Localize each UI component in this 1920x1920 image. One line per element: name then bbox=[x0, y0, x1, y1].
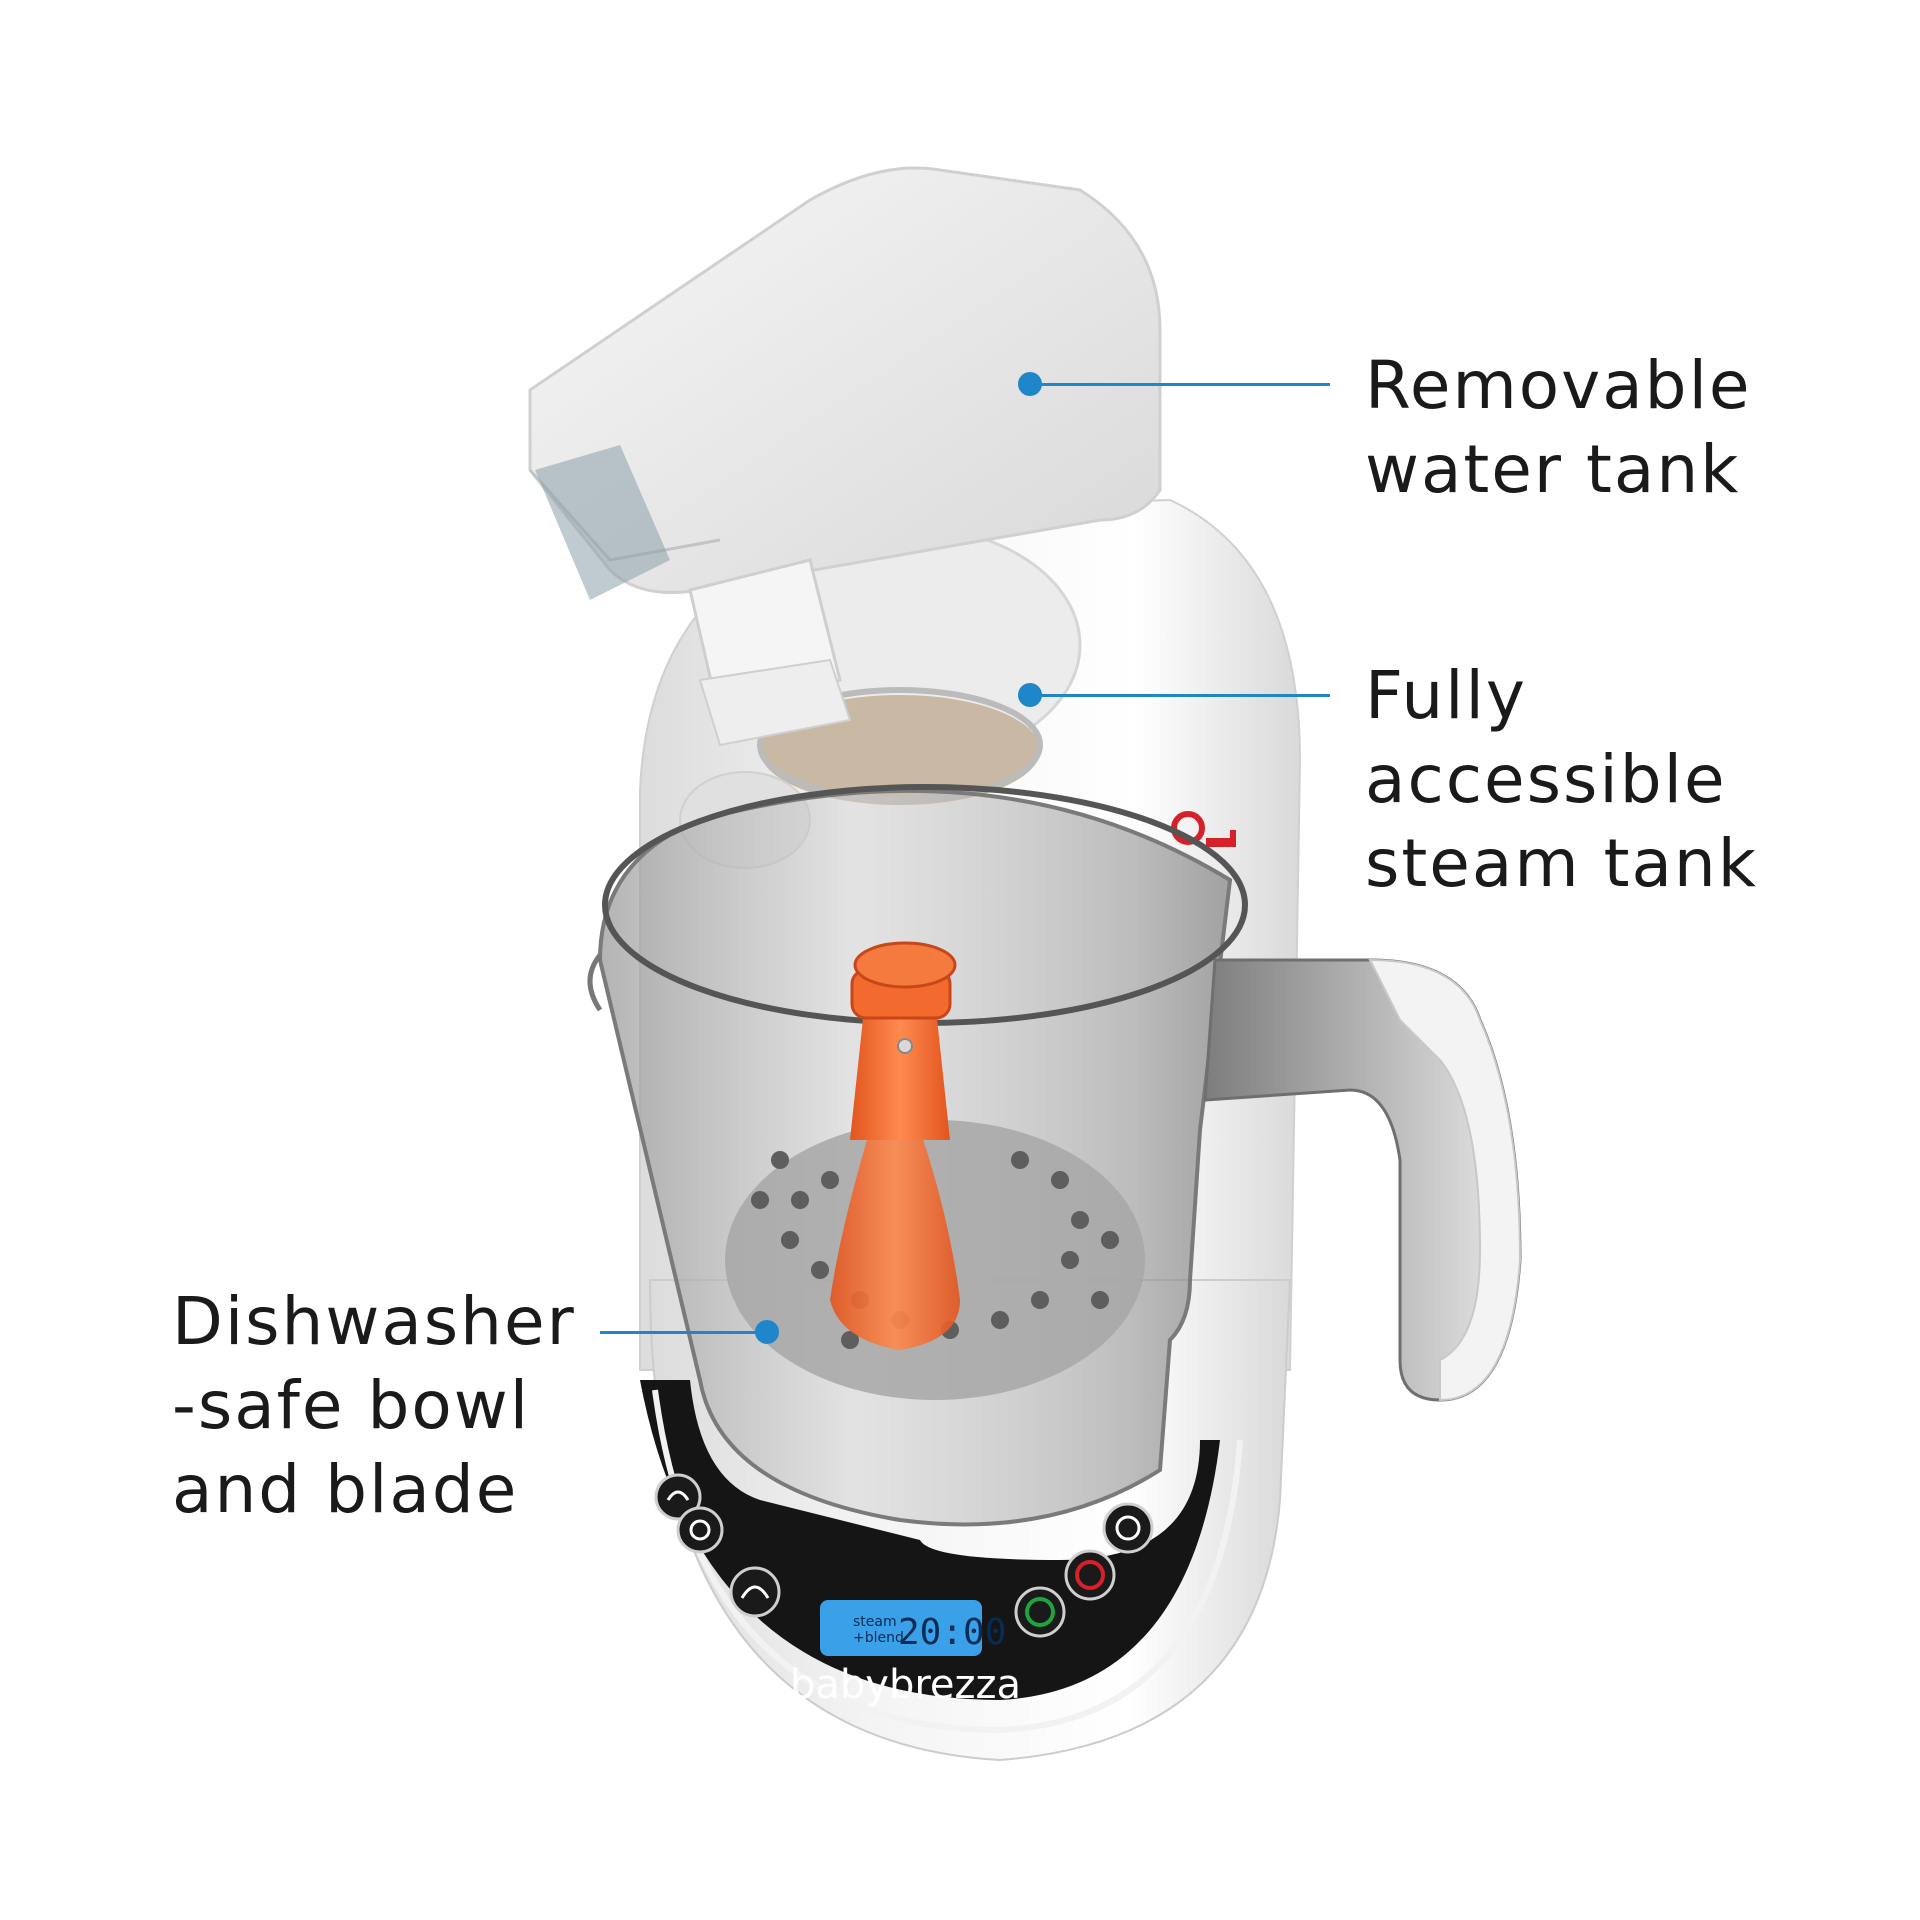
stop-button[interactable] bbox=[1064, 1549, 1116, 1601]
bowl-handle bbox=[1203, 958, 1522, 1402]
blend-icon bbox=[689, 1519, 711, 1541]
steam-icon bbox=[740, 1585, 770, 1599]
steam-tank-callout-line3: steam tank bbox=[1365, 825, 1758, 902]
stop-icon bbox=[1075, 1560, 1105, 1590]
water-tank-callout-line2: water tank bbox=[1365, 431, 1741, 508]
blend-icon bbox=[1115, 1515, 1141, 1541]
display-mode-line2: +blend bbox=[853, 1630, 904, 1646]
water-tank-callout-line1: Removable bbox=[1365, 347, 1752, 424]
bowl-callout-line3: and blade bbox=[172, 1451, 519, 1528]
steam-tank-callout-line1: Fully bbox=[1365, 657, 1527, 734]
blade-assembly bbox=[830, 941, 960, 1350]
water-tank bbox=[528, 166, 1162, 747]
bowl-callout: Dishwasher -safe bowl and blade bbox=[172, 1280, 576, 1532]
steam-blend-button[interactable] bbox=[654, 1473, 724, 1554]
steam-tank-callout: Fully accessible steam tank bbox=[1365, 654, 1758, 906]
blend-button[interactable] bbox=[1102, 1502, 1154, 1554]
bowl-callout-line2: -safe bowl bbox=[172, 1367, 531, 1444]
bowl-leader-line bbox=[600, 1331, 767, 1334]
lcd-display bbox=[820, 1600, 982, 1656]
display-mode-line1: steam bbox=[853, 1614, 897, 1630]
start-button[interactable] bbox=[1014, 1586, 1066, 1638]
steam-tank-callout-line2: accessible bbox=[1365, 741, 1727, 818]
steam-icon bbox=[666, 1490, 690, 1501]
steam-button[interactable] bbox=[729, 1566, 781, 1618]
display-timer: 20:00 bbox=[898, 1612, 1006, 1653]
brand-logo: babybrezza bbox=[790, 1662, 1021, 1708]
water-window bbox=[535, 445, 670, 600]
control-panel: steam +blend 20:00 babybrezza bbox=[640, 1380, 1243, 1734]
bowl-callout-line1: Dishwasher bbox=[172, 1283, 576, 1360]
water-tank-leader-line bbox=[1030, 383, 1330, 386]
steam-tank-leader-line bbox=[1030, 694, 1330, 697]
water-tank-callout: Removable water tank bbox=[1365, 344, 1752, 512]
start-icon bbox=[1025, 1597, 1055, 1627]
